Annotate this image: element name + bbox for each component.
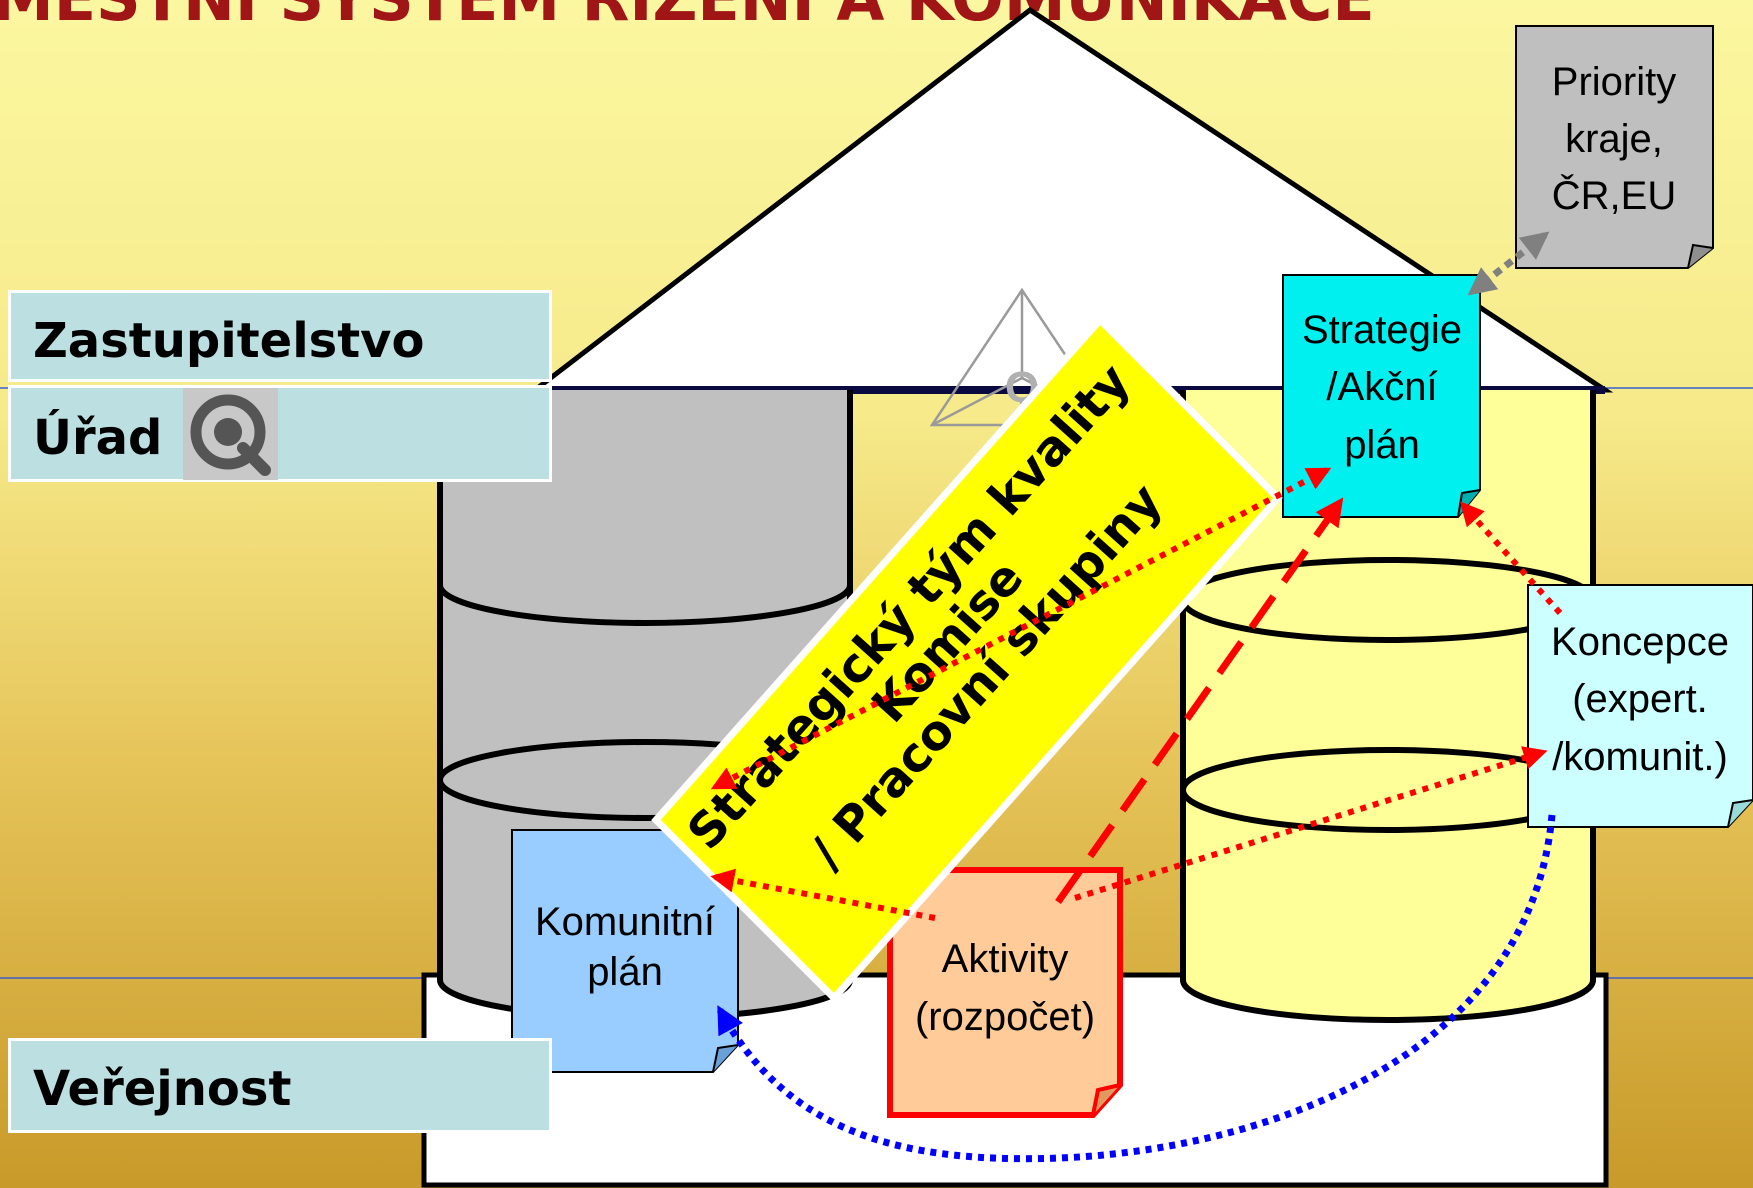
doc-strategie: Strategie /Akční plán [1282, 274, 1481, 518]
doc-aktivity: Aktivity (rozpočet) [887, 867, 1123, 1118]
svg-text:Strategie: Strategie [1302, 308, 1462, 352]
arrow-strategie-komunitni [710, 467, 1332, 790]
svg-text:kraje,: kraje, [1565, 117, 1663, 161]
svg-text:Priority: Priority [1552, 60, 1676, 104]
svg-text:ČR,EU: ČR,EU [1552, 173, 1676, 218]
arrow-koncepce-komunitni [716, 814, 1556, 1163]
arrow-aktivity-koncepce [1074, 746, 1548, 901]
page-title: MĚSTNÍ SYSTÉM ŘÍZENÍ A KOMUNIKACE [0, 0, 1375, 35]
svg-text:plán: plán [587, 950, 663, 994]
arrow-priority-strategie [1467, 231, 1550, 296]
svg-text:(expert.: (expert. [1572, 677, 1708, 721]
doc-koncepce: Koncepce (expert. /komunit.) [1527, 584, 1753, 828]
svg-text:Komunitní: Komunitní [535, 900, 715, 944]
svg-text:Koncepce: Koncepce [1551, 620, 1729, 664]
doc-komunitni-plan: Komunitní plán [511, 829, 739, 1073]
doc-priority: Priority kraje, ČR,EU [1515, 25, 1714, 269]
label-urad: Úřad [8, 385, 552, 482]
svg-text:/Akční: /Akční [1326, 365, 1437, 409]
arrow-aktivity-komunitni [710, 868, 936, 921]
q-quality-icon [183, 388, 278, 480]
arrows [710, 231, 1563, 1163]
svg-text:Aktivity: Aktivity [942, 937, 1069, 981]
svg-text:plán: plán [1344, 423, 1420, 467]
arrow-koncepce-strategie [1459, 501, 1563, 616]
label-verejnost: Veřejnost [8, 1038, 552, 1133]
arrow-aktivity-strategie [1055, 497, 1344, 905]
svg-text:/komunit.): /komunit.) [1552, 735, 1728, 779]
label-zastupitelstvo: Zastupitelstvo [8, 290, 552, 382]
svg-text:(rozpočet): (rozpočet) [915, 995, 1095, 1039]
